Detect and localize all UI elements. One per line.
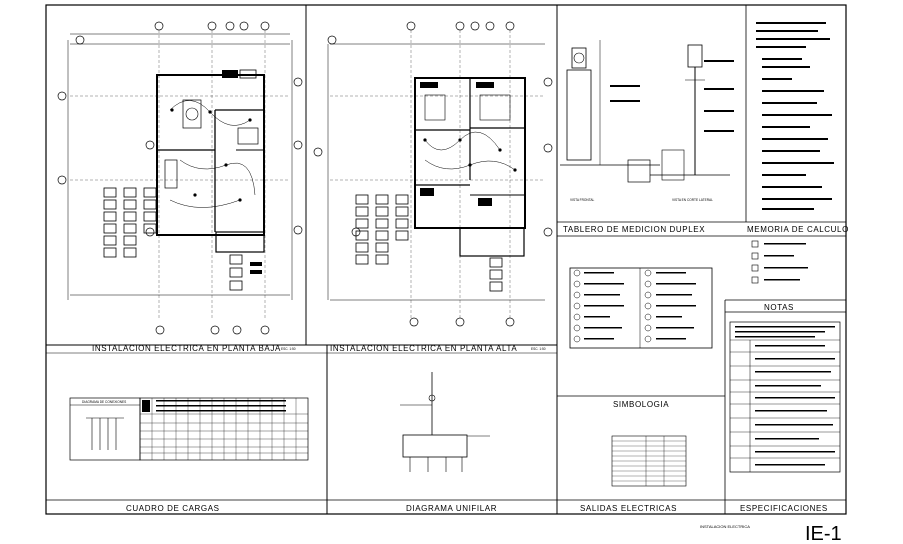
planta-baja-plan (57, 21, 303, 335)
cuadro-cargas-table (69, 397, 309, 461)
vista-frontal-label: VISTA FRONTAL (570, 198, 595, 202)
title-diagrama-unifilar: DIAGRAMA UNIFILAR (406, 504, 497, 513)
title-especificaciones: ESPECIFICACIONES (740, 504, 828, 513)
scale-planta-alta: ESC. 1:50 (531, 347, 546, 351)
tablero-medicion-drawing (560, 40, 734, 183)
memoria-symbols (751, 240, 808, 284)
planta-alta-plan (313, 21, 553, 327)
simbologia-table (569, 267, 713, 349)
memoria-calculo-text (756, 22, 834, 210)
diagrama-conexiones-label: DIAGRAMA DE CONEXIONES (82, 400, 126, 404)
title-simbologia: SIMBOLOGIA (613, 400, 669, 409)
title-memoria: MEMORIA DE CALCULO (747, 225, 849, 234)
title-cuadro-cargas: CUADRO DE CARGAS (126, 504, 220, 513)
vista-lateral-label: VISTA EN CORTE LATERAL (672, 198, 713, 202)
plano-clave: IE-1 (805, 523, 842, 544)
scale-planta-baja: ESC. 1:50 (281, 347, 296, 351)
plano-nombre: INSTALACION ELECTRICA (700, 524, 750, 529)
sheet-frame (45, 4, 847, 515)
notas-table (729, 321, 841, 473)
title-salidas-electricas: SALIDAS ELECTRICAS (580, 504, 677, 513)
title-tablero: TABLERO DE MEDICION DUPLEX (563, 225, 705, 234)
salidas-electricas-table (611, 435, 687, 487)
title-notas: NOTAS (764, 303, 794, 312)
title-planta-baja: INSTALACION ELECTRICA EN PLANTA BAJA (92, 344, 281, 353)
title-planta-alta: INSTALACION ELECTRICA EN PLANTA ALTA (330, 344, 517, 353)
diagrama-unifilar-drawing (400, 372, 490, 472)
